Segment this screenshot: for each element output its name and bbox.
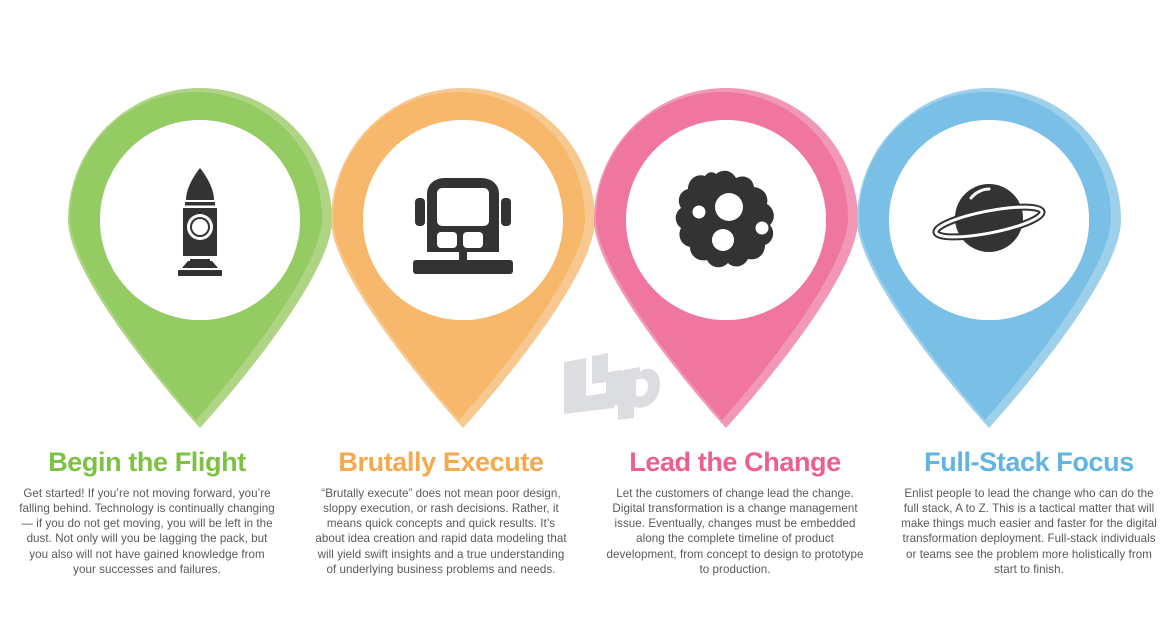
column-body-begin-the-flight: Get started! If you’re not moving forwar… (19, 486, 275, 576)
column-body-lead-the-change: Let the customers of change lead the cha… (606, 486, 864, 576)
column-body-full-stack-focus: Enlist people to lead the change who can… (901, 486, 1157, 576)
column-lead-the-change: Lead the Change Let the customers of cha… (588, 436, 882, 642)
column-begin-the-flight: Begin the Flight Get started! If you’re … (0, 436, 294, 642)
pin-full-stack-focus[interactable] (839, 72, 1139, 428)
pins-layer (50, 72, 1139, 428)
pin-brutally-execute[interactable] (313, 72, 613, 428)
pin-begin-the-flight[interactable] (50, 72, 350, 428)
pin-lead-the-change[interactable] (576, 72, 876, 428)
column-title-brutally-execute: Brutally Execute (338, 447, 544, 477)
column-title-full-stack-focus: Full-Stack Focus (924, 447, 1134, 477)
text-columns: Begin the Flight Get started! If you’re … (0, 436, 1176, 642)
column-full-stack-focus: Full-Stack Focus Enlist people to lead t… (882, 436, 1176, 642)
column-title-begin-the-flight: Begin the Flight (48, 447, 246, 477)
column-body-brutally-execute: “Brutally execute” does not mean poor de… (315, 486, 567, 576)
column-title-lead-the-change: Lead the Change (629, 447, 841, 477)
column-brutally-execute: Brutally Execute “Brutally execute” does… (294, 436, 588, 642)
